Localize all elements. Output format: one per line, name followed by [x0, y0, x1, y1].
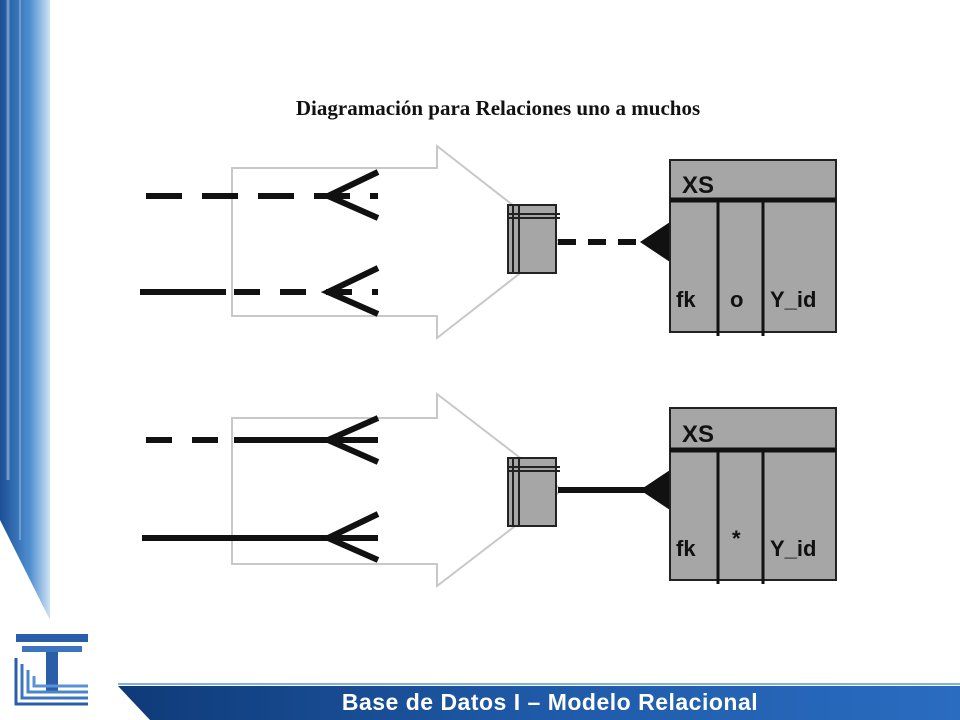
dashed-relationship-line — [146, 169, 380, 221]
table-icon — [507, 204, 560, 274]
column-fk: fk — [676, 287, 696, 312]
mixed-reverse-relationship-line — [146, 415, 380, 465]
left-decorative-bar — [0, 0, 50, 620]
institution-logo-icon — [14, 634, 88, 706]
column-fk: fk — [676, 536, 696, 561]
footer-text: Base de Datos I – Modelo Relacional — [341, 689, 759, 715]
crows-foot — [640, 470, 670, 510]
diagram-1 — [140, 143, 837, 341]
column-y-id: Y_id — [770, 287, 816, 312]
crows-foot — [640, 222, 670, 262]
column-mandatory: * — [732, 526, 741, 551]
table-icon — [507, 457, 560, 527]
entity-table — [669, 407, 837, 584]
column-y-id: Y_id — [770, 536, 816, 561]
entity-table — [669, 159, 837, 336]
table-name: XS — [682, 172, 714, 199]
solid-relationship-line — [142, 511, 380, 563]
table-name: XS — [682, 421, 714, 448]
slide-title: Diagramación para Relaciones uno a mucho… — [295, 96, 701, 120]
mixed-relationship-line — [140, 265, 380, 317]
diagram-2 — [142, 391, 837, 589]
column-optional: o — [730, 287, 743, 312]
